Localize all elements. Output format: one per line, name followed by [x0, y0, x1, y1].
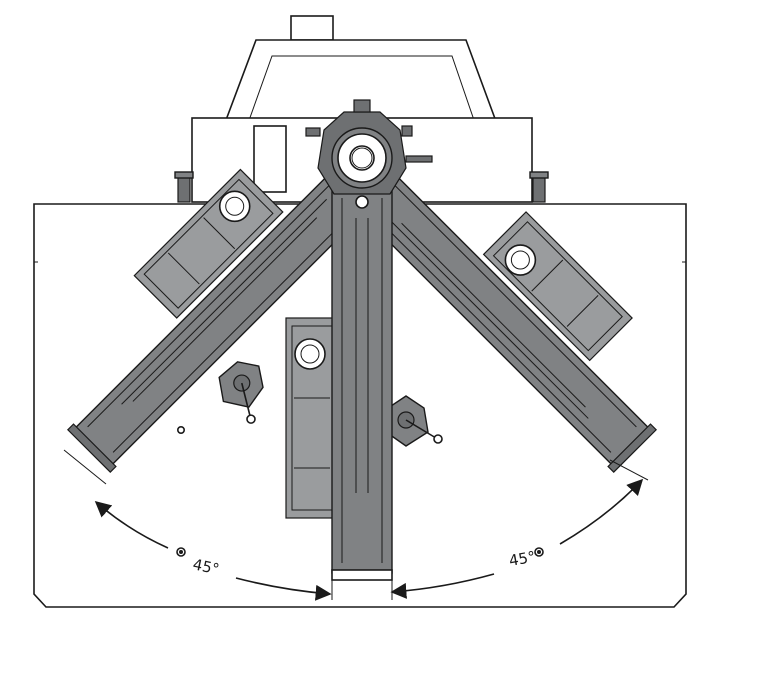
- left-mount-bolt: [174, 171, 194, 203]
- right-mount-bolt: [529, 171, 549, 203]
- left-angle-label: 45°: [191, 555, 221, 578]
- angle-arrow-left: [63, 449, 332, 601]
- top-cap: [290, 15, 334, 41]
- angle-arrow-right: [390, 459, 649, 599]
- right-angle-label: 45°: [508, 548, 537, 570]
- center-arm-assembly: [285, 187, 443, 581]
- table-bolt-left: [177, 425, 186, 434]
- pivot-hub-icon: [305, 99, 433, 209]
- motor-housing-icon: [294, 338, 326, 370]
- access-panel: [253, 125, 287, 193]
